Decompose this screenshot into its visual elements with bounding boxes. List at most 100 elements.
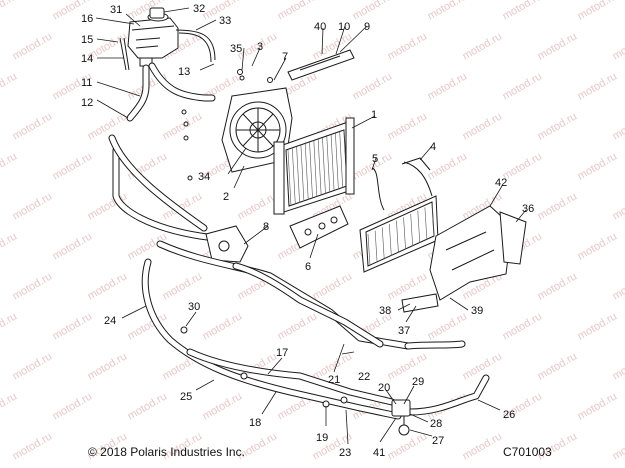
watermark-text: motod.ru <box>351 0 395 23</box>
cooler-fin <box>403 217 406 250</box>
radiator-fin <box>330 134 335 191</box>
copyright-text: © 2018 Polaris Industries Inc. <box>88 445 245 459</box>
watermark-text: motod.ru <box>576 150 620 182</box>
watermark-text: motod.ru <box>201 310 245 342</box>
callout-34: 34 <box>198 171 210 183</box>
callout-35: 35 <box>230 43 242 55</box>
watermark-text: motod.ru <box>276 0 320 23</box>
watermark-text: motod.ru <box>11 430 55 462</box>
watermark-text: motod.ru <box>0 390 19 422</box>
watermark-text: motod.ru <box>426 0 470 23</box>
watermark-text: motod.ru <box>576 230 620 262</box>
upper-coolant-hose <box>108 134 234 244</box>
callout-12: 12 <box>81 97 93 109</box>
radiator-fin <box>339 131 343 188</box>
leader-lines <box>95 7 527 445</box>
cooler-bracket <box>401 293 439 313</box>
watermark-text: motod.ru <box>86 350 130 382</box>
watermark-text: motod.ru <box>536 190 580 222</box>
watermark-text: motod.ru <box>161 110 205 142</box>
watermark-text: motod.ru <box>501 310 545 342</box>
callout-8: 8 <box>263 221 269 233</box>
callout-15: 15 <box>81 34 93 46</box>
watermark-text: motod.ru <box>86 270 130 302</box>
radiator-fin <box>313 140 318 197</box>
radiator-fin <box>335 133 339 190</box>
callout-20: 20 <box>378 382 390 394</box>
radiator-fin <box>300 145 305 202</box>
watermark-text: motod.ru <box>0 150 19 182</box>
watermark-text: motod.ru <box>161 270 205 302</box>
callout-31: 31 <box>110 4 122 16</box>
watermark-text: motod.ru <box>0 310 19 342</box>
callout-16: 16 <box>81 13 93 25</box>
callout-4: 4 <box>430 141 436 153</box>
watermark-text: motod.ru <box>536 110 580 142</box>
callout-36: 36 <box>522 203 534 215</box>
callout-40: 40 <box>314 21 326 33</box>
cooler-line <box>371 167 385 211</box>
cooler-fin <box>431 203 435 237</box>
watermark-text: motod.ru <box>386 110 430 142</box>
hose-junction <box>391 399 411 436</box>
coolant-hard-lines <box>156 240 466 350</box>
watermark-text: motod.ru <box>461 430 505 462</box>
watermark-text: motod.ru <box>386 430 430 462</box>
callout-41: 41 <box>373 447 385 459</box>
watermark-text: motod.ru <box>426 150 470 182</box>
watermark-text: motod.ru <box>611 190 625 222</box>
watermark-text: motod.ru <box>501 70 545 102</box>
watermark-text: motod.ru <box>11 350 55 382</box>
overflow-hose <box>175 29 216 61</box>
radiator-fin <box>296 146 300 203</box>
watermark-text: motod.ru <box>461 30 505 62</box>
callout-27: 27 <box>432 435 444 447</box>
cooler-fin <box>381 227 385 260</box>
watermark-text: motod.ru <box>311 270 355 302</box>
callout-6: 6 <box>305 261 311 273</box>
radiator-top-bracket <box>287 49 355 81</box>
watermark-text: motod.ru <box>576 310 620 342</box>
callout-10: 10 <box>338 21 350 33</box>
callout-17: 17 <box>276 347 288 359</box>
watermark-text: motod.ru <box>536 270 580 302</box>
watermark-text: motod.ru <box>126 390 170 422</box>
watermark-text: motod.ru <box>0 70 19 102</box>
watermark-text: motod.ru <box>351 70 395 102</box>
callout-18: 18 <box>249 417 261 429</box>
side-panel <box>429 205 527 301</box>
watermark-text: motod.ru <box>276 310 320 342</box>
callout-33: 33 <box>219 15 231 27</box>
thermostat-housing <box>205 225 249 263</box>
watermark-text: motod.ru <box>51 230 95 262</box>
cooler-fin <box>396 220 399 253</box>
callout-9: 9 <box>364 21 370 33</box>
callout-3: 3 <box>257 41 263 53</box>
watermark-text: motod.ru <box>611 270 625 302</box>
callout-7: 7 <box>282 51 288 63</box>
watermark-text: motod.ru <box>11 30 55 62</box>
watermark-text: motod.ru <box>236 190 280 222</box>
cooler-fin <box>374 230 378 263</box>
watermark-text: motod.ru <box>576 0 620 23</box>
callout-30: 30 <box>188 301 200 313</box>
cooler-fin <box>424 207 428 240</box>
radiator-fin <box>326 136 331 193</box>
watermark-text: motod.ru <box>611 110 625 142</box>
radiator-mount-plate <box>289 205 349 249</box>
callout-42: 42 <box>495 177 507 189</box>
engine-outlet-hose <box>406 374 490 416</box>
watermark-text: motod.ru <box>51 390 95 422</box>
fastener-group <box>181 69 273 181</box>
callout-13: 13 <box>178 66 190 78</box>
watermark-text: motod.ru <box>0 230 19 262</box>
callout-2: 2 <box>223 191 229 203</box>
watermark-text: motod.ru <box>11 270 55 302</box>
callout-32: 32 <box>193 3 205 15</box>
radiator-fin <box>292 148 296 205</box>
callout-39: 39 <box>471 305 483 317</box>
watermark-text: motod.ru <box>426 310 470 342</box>
watermark-text: motod.ru <box>536 30 580 62</box>
callout-37: 37 <box>398 325 410 337</box>
